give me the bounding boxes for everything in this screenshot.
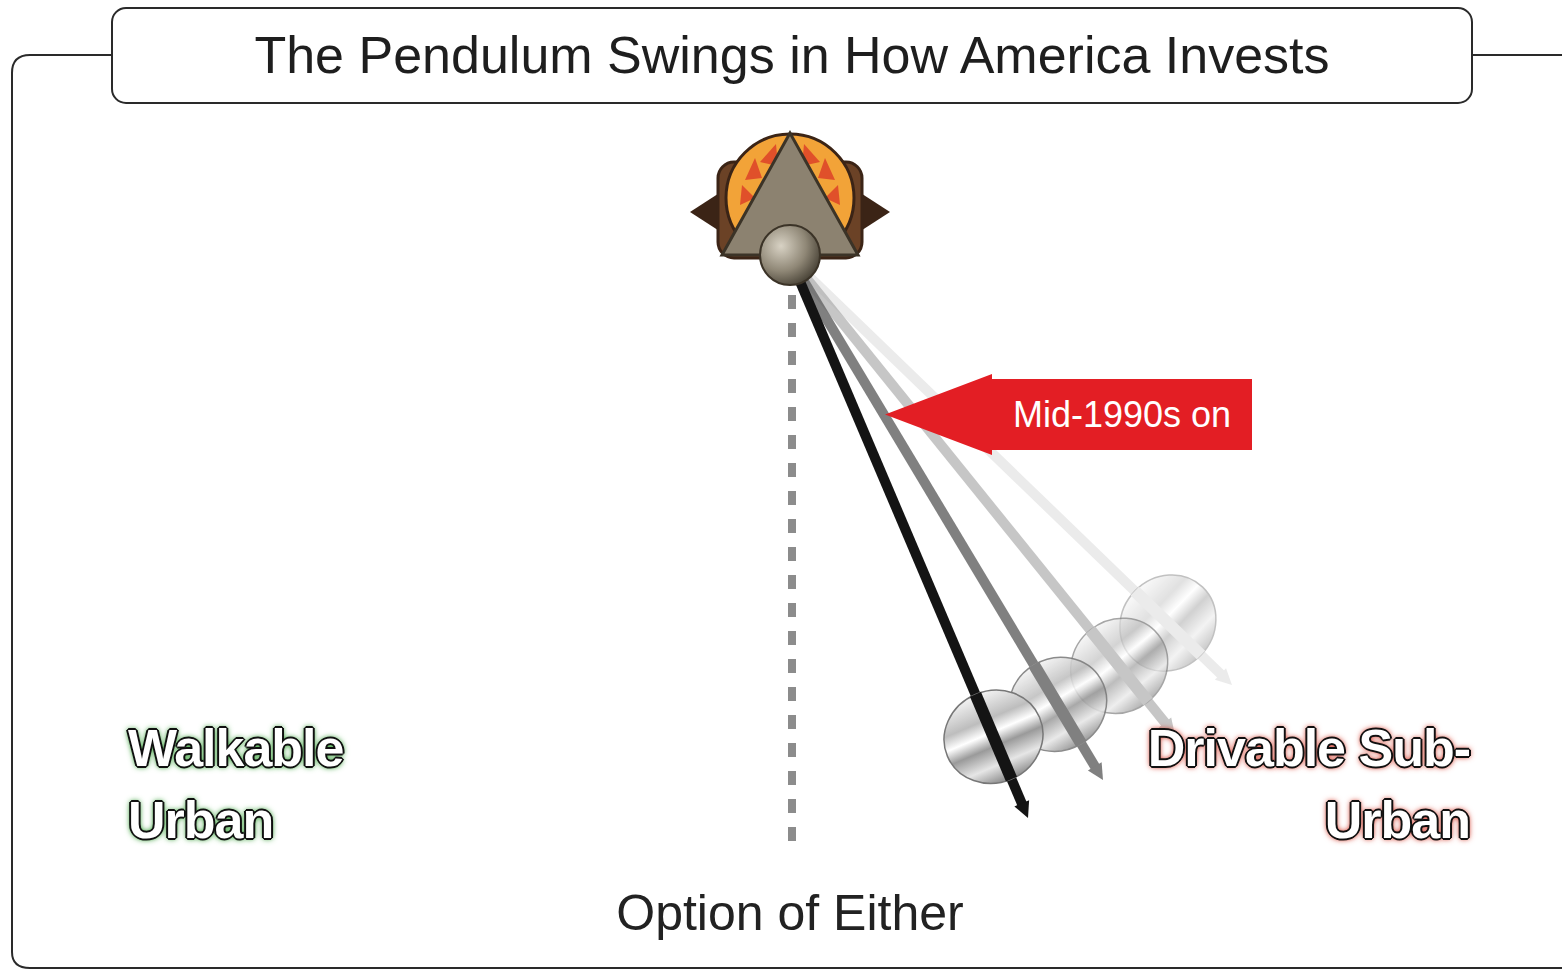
axis-label: Option of Either	[616, 886, 963, 941]
callout-text: Mid-1990s on	[1013, 395, 1231, 435]
callout-arrow: Mid-1990s on	[885, 374, 1252, 455]
pivot-ball	[760, 225, 820, 285]
center-line	[788, 295, 796, 850]
pendulum-arm	[744, 238, 1074, 837]
region-label: Walkable Urban	[128, 712, 448, 856]
region-label: Drivable Sub-Urban	[1130, 712, 1470, 856]
pendulum-arm	[755, 222, 1266, 721]
pendulum-arm	[747, 232, 1146, 805]
title-text: The Pendulum Swings in How America Inves…	[254, 27, 1329, 84]
frame-line	[12, 55, 1562, 968]
title-box	[112, 8, 1472, 103]
